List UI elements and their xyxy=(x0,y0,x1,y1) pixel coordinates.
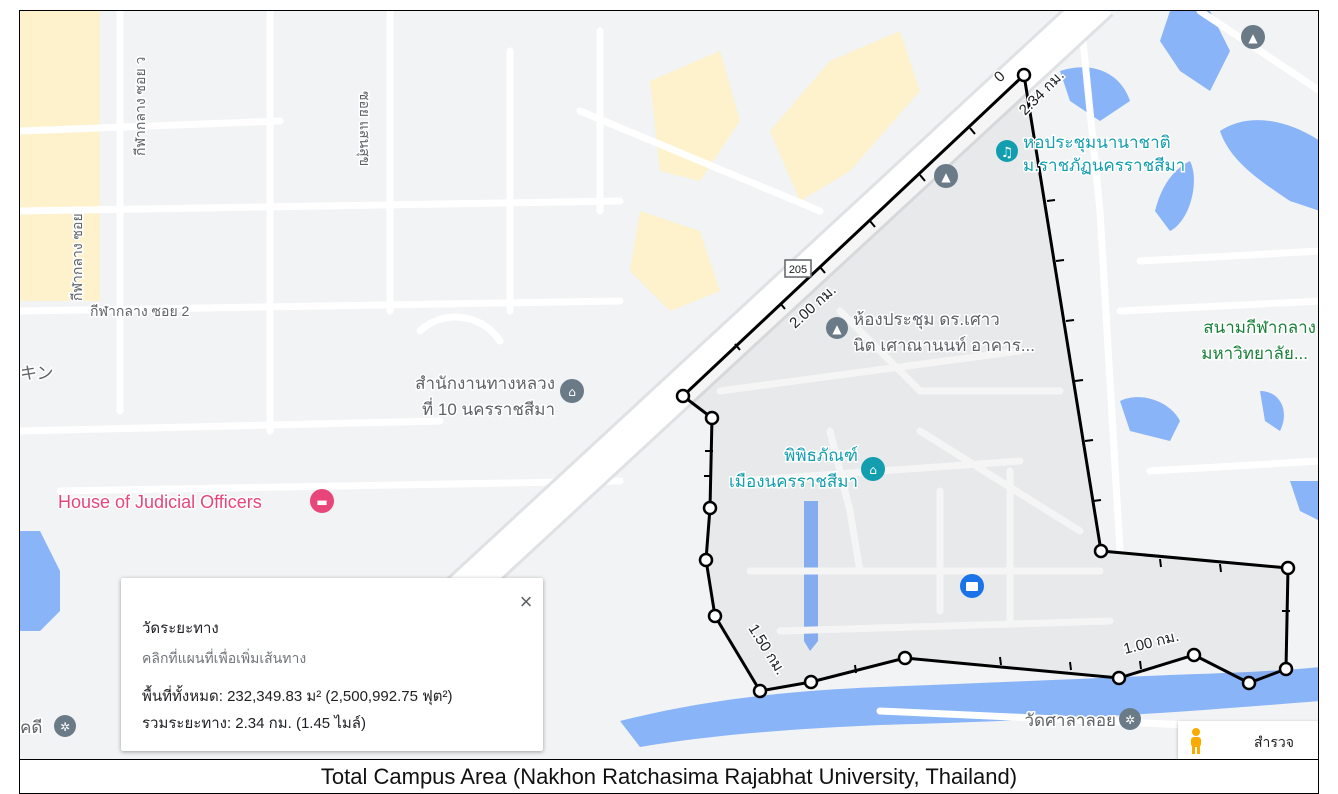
poi-school-1[interactable]: ▲ xyxy=(934,164,958,188)
street-label: ซอย แสนสุข xyxy=(356,91,373,166)
vertex xyxy=(1278,661,1294,677)
svg-text:▬: ▬ xyxy=(316,495,327,509)
svg-text:♫: ♫ xyxy=(1001,145,1014,161)
caption-row: Total Campus Area (Nakhon Ratchasima Raj… xyxy=(0,760,1338,794)
svg-text:✲: ✲ xyxy=(60,720,70,734)
music-icon xyxy=(996,140,1018,162)
poi-stadium-name-1: สนามกีฬากลาง xyxy=(1203,318,1316,337)
svg-text:▲: ▲ xyxy=(941,170,951,184)
water-bodies xyxy=(20,11,1318,747)
figure-caption: Total Campus Area (Nakhon Ratchasima Raj… xyxy=(19,760,1319,794)
poi-highway-office[interactable]: ⌂ สำนักงานทางหลวง ที่ 10 นครราชสีมา xyxy=(414,373,584,421)
svg-text:▲: ▲ xyxy=(1248,31,1258,45)
vertex xyxy=(698,552,714,568)
vertex xyxy=(702,500,718,516)
svg-text:▲: ▲ xyxy=(832,322,842,336)
highway-205 xyxy=(426,11,1114,626)
hotel-icon xyxy=(310,489,334,513)
close-icon[interactable]: × xyxy=(519,589,533,614)
explore-label: สำรวจ xyxy=(1254,734,1294,750)
museum-icon xyxy=(861,457,885,481)
vertex xyxy=(707,608,723,624)
svg-text:205: 205 xyxy=(789,264,807,276)
poi-museum-name-2: เมืองนครราชสีมา xyxy=(729,472,858,491)
poi-highway-name-2: ที่ 10 นครราชสีมา xyxy=(422,397,555,419)
svg-text:⌂: ⌂ xyxy=(869,463,877,477)
map-canvas[interactable]: 0 2.34 กม. 2.00 กม. 1.50 กม. 1.00 กม. 20… xyxy=(20,11,1319,760)
graduation-cap-icon xyxy=(1241,25,1265,49)
measure-distance-panel: วัดระยะทาง คลิกที่แผนที่เพื่อเพิ่มเส้นทา… xyxy=(121,578,543,751)
svg-text:⌂: ⌂ xyxy=(568,385,576,399)
vertex xyxy=(1186,647,1202,663)
poi-hall-name-1: หอประชุมนานาชาติ xyxy=(1023,133,1171,153)
road-shield-205: 205 xyxy=(784,259,812,278)
map-frame: 0 2.34 กม. 2.00 กม. 1.50 กม. 1.00 กม. 20… xyxy=(19,10,1319,760)
svg-text:✲: ✲ xyxy=(1125,713,1135,727)
vertex xyxy=(1016,67,1032,83)
poi-meeting[interactable]: ▲ ห้องประชุม ดร.เศาว นิต เศาณานนท์ อาคาร… xyxy=(826,309,1037,357)
street-label: キン xyxy=(20,364,54,383)
distance-ticks xyxy=(704,127,1290,674)
vertex xyxy=(803,674,819,690)
poi-temple[interactable]: วัดศาลาลอย ✲ xyxy=(1023,708,1141,732)
temple-icon xyxy=(54,715,76,737)
poi-stadium-name-2: มหาวิทยาลัย... xyxy=(1201,344,1308,363)
poi-meeting-name-1: ห้องประชุม ดร.เศาว xyxy=(853,310,1000,330)
vertex xyxy=(675,388,691,404)
graduation-cap-icon xyxy=(934,164,958,188)
poi-highway-name-1: สำนักงานทางหลวง xyxy=(415,374,555,393)
poi-museum-name-1: พิพิธภัณฑ์ xyxy=(784,446,858,465)
road-network xyxy=(20,11,1318,735)
street-label: กีฬากลาง ซอย ว xyxy=(132,57,148,156)
poi-school-2[interactable]: ▲ xyxy=(1241,25,1265,49)
poi-house[interactable]: House of Judicial Officers ▬ xyxy=(57,489,334,514)
government-icon xyxy=(560,379,584,403)
poi-meeting-name-2: นิต เศาณานนท์ อาคาร... xyxy=(853,336,1035,355)
vertex xyxy=(1111,670,1127,686)
total-area: พื้นที่ทั้งหมด: 232,349.83 ม² (2,500,992… xyxy=(142,688,453,705)
river xyxy=(620,667,1318,747)
explore-button[interactable]: สำรวจ xyxy=(1178,721,1318,759)
poi-left-temple[interactable]: คดี ✲ xyxy=(20,715,76,739)
vertex xyxy=(1241,675,1257,691)
total-distance: รวมระยะทาง: 2.34 กม. (1.45 ไมล์) xyxy=(142,715,366,732)
pegman-icon[interactable] xyxy=(1188,727,1204,755)
street-label: กีฬากลาง ซอย xyxy=(69,213,85,301)
panel-hint: คลิกที่แผนที่เพื่อเพิ่มเส้นทาง xyxy=(142,650,307,666)
panel-title: วัดระยะทาง xyxy=(142,620,219,637)
poi-house-name: House of Judicial Officers xyxy=(58,492,262,512)
poi-museum[interactable]: ⌂ พิพิธภัณฑ์ เมืองนครราชสีมา xyxy=(728,445,885,493)
street-label: กีฬากลาง ซอย 2 xyxy=(90,303,190,319)
vertex xyxy=(752,683,768,699)
graduation-cap-icon xyxy=(826,317,848,339)
street-labels: กีฬากลาง ซอย 2 กีฬากลาง ซอย ว กีฬากลาง ซ… xyxy=(20,55,375,384)
vertex xyxy=(704,410,720,426)
poi-left-temple-name: คดี xyxy=(20,718,42,737)
vertex xyxy=(1093,543,1109,559)
measure-vertices[interactable] xyxy=(675,67,1296,699)
measured-area xyxy=(680,71,1290,693)
vertex xyxy=(897,650,913,666)
poi-business[interactable] xyxy=(960,574,984,598)
poi-hall[interactable]: ♫ หอประชุมนานาชาติ ม.ราชภัฏนครราชสีมา xyxy=(996,132,1187,177)
poi-stadium[interactable]: สนามกีฬากลาง มหาวิทยาลัย... xyxy=(1200,317,1318,365)
vertex xyxy=(1280,560,1296,576)
poi-temple-name: วัดศาลาลอย xyxy=(1025,711,1116,730)
poi-hall-name-2: ม.ราชภัฏนครราชสีมา xyxy=(1023,156,1185,175)
temple-icon xyxy=(1119,708,1141,730)
